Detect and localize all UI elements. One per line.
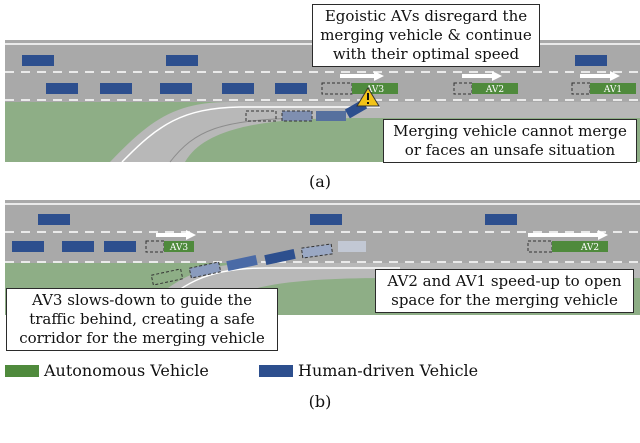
merging-vehicle-trail <box>281 110 313 122</box>
human-vehicle <box>575 55 607 66</box>
av2-label: AV2 <box>485 85 504 95</box>
human-vehicle <box>46 83 78 94</box>
callout-line: corridor for the merging vehicle <box>19 329 265 347</box>
merging-vehicle <box>264 248 296 266</box>
callout-line: AV3 slows-down to guide the <box>32 291 252 309</box>
caption-b: (b) <box>308 392 332 411</box>
autonomous-vehicle-av1 <box>590 83 636 94</box>
human-vehicle <box>38 214 70 225</box>
callout-line: merging vehicle & continue <box>320 26 532 44</box>
merging-vehicle-trail <box>245 110 277 122</box>
right-arrow-icon <box>156 230 196 240</box>
human-vehicle <box>310 214 342 225</box>
panel-a-on-ramp <box>110 102 640 162</box>
callout-line: traffic behind, creating a safe <box>29 310 255 328</box>
right-arrow-icon <box>340 71 384 81</box>
legend-human: Human-driven Vehicle <box>259 361 478 380</box>
callout-line: with their optimal speed <box>332 45 520 63</box>
autonomous-vehicle-av3 <box>352 83 398 94</box>
human-vehicle <box>12 241 44 252</box>
callout-line: Merging vehicle cannot merge <box>393 122 627 140</box>
human-vehicle <box>485 214 517 225</box>
autonomous-vehicle-av2 <box>472 83 518 94</box>
warning-triangle-icon <box>356 87 380 107</box>
caption-a: (a) <box>308 172 332 191</box>
autonomous-vehicle-av2 <box>552 241 608 252</box>
merging-vehicle-trail <box>150 268 184 286</box>
callout-line: or faces an unsafe situation <box>404 141 616 159</box>
human-vehicle <box>62 241 94 252</box>
callout-av3-slows: AV3 slows-down to guide the traffic behi… <box>6 288 278 351</box>
callout-av2-av1-speedup: AV2 and AV1 speed-up to open space for t… <box>375 269 634 313</box>
ghost-vehicle <box>527 240 553 253</box>
legend-swatch-autonomous <box>5 364 39 377</box>
human-vehicle <box>160 83 192 94</box>
ghost-vehicle <box>571 82 591 95</box>
av2-label: AV2 <box>580 243 599 253</box>
right-arrow-icon <box>580 71 620 81</box>
av1-label: AV1 <box>603 85 622 95</box>
legend-autonomous: Autonomous Vehicle <box>5 361 209 380</box>
human-vehicle <box>166 55 198 66</box>
autonomous-vehicle-av3 <box>164 241 194 252</box>
callout-line: Egoistic AVs disregard the <box>324 7 528 25</box>
merging-vehicle-trail <box>300 243 334 259</box>
panel-a-ramp-inner-edge <box>169 117 301 163</box>
callout-line: space for the merging vehicle <box>391 291 618 309</box>
right-arrow-icon <box>462 71 502 81</box>
av3-label: AV3 <box>365 85 385 95</box>
legend-label-autonomous: Autonomous Vehicle <box>44 361 209 380</box>
merging-vehicle-trail <box>188 261 222 279</box>
merging-vehicle-trail <box>316 111 346 121</box>
right-arrow-icon <box>528 230 608 240</box>
ghost-vehicle <box>453 82 473 95</box>
legend-swatch-human <box>259 364 293 377</box>
merging-vehicle-trail <box>226 254 258 272</box>
human-vehicle <box>104 241 136 252</box>
av3-label: AV3 <box>169 243 189 253</box>
ghost-vehicle <box>145 240 165 253</box>
ghost-vehicle <box>338 241 366 252</box>
callout-egoistic-avs: Egoistic AVs disregard the merging vehic… <box>312 4 540 67</box>
callout-merging-unsafe: Merging vehicle cannot merge or faces an… <box>383 119 637 163</box>
human-vehicle <box>275 83 307 94</box>
legend-label-human: Human-driven Vehicle <box>298 361 479 380</box>
callout-line: AV2 and AV1 speed-up to open <box>387 272 622 290</box>
human-vehicle <box>222 83 254 94</box>
human-vehicle <box>22 55 54 66</box>
human-vehicle <box>100 83 132 94</box>
panel-a-ramp-edge-line <box>121 106 380 163</box>
